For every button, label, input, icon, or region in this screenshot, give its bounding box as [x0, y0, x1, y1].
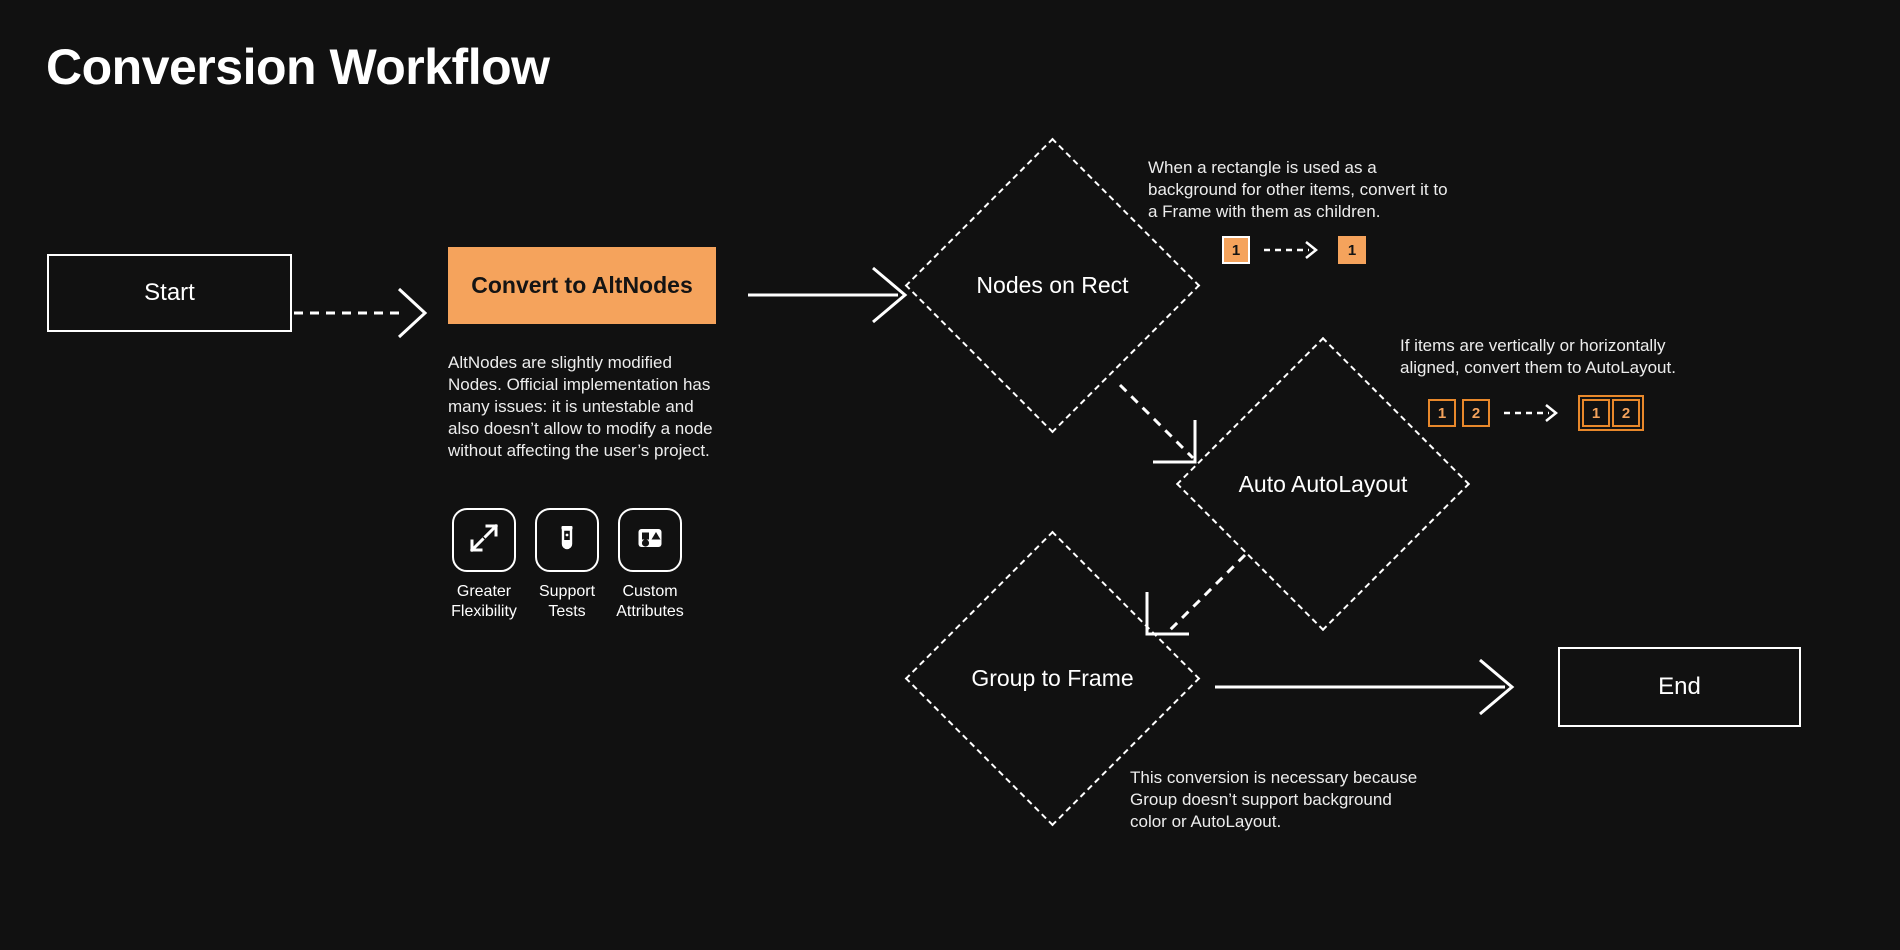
badge-before-2: 2	[1462, 399, 1490, 427]
feature-support-tests[interactable]: Support Tests	[535, 508, 599, 622]
connector-group-to-frame-to-end	[1215, 657, 1535, 717]
note-group-to-frame: This conversion is necessary because Gro…	[1130, 768, 1418, 831]
feature-label-line1: Greater	[456, 583, 512, 600]
feature-label-line2: Tests	[548, 603, 586, 620]
feature-label: Support Tests	[539, 582, 595, 622]
feature-list: Greater Flexibility Support Tests	[451, 508, 684, 622]
feature-icon-box	[452, 508, 516, 572]
feature-icon-box	[618, 508, 682, 572]
dashed-arrow-right-icon	[1264, 240, 1324, 260]
feature-label-line1: Support	[538, 583, 596, 600]
note-nodes-on-rect: When a rectangle is used as a background…	[1148, 158, 1448, 221]
feature-label-line2: Attributes	[616, 603, 684, 620]
page-title: Conversion Workflow	[46, 39, 550, 95]
badge-diagram-auto-autolayout: 1 2 1 2	[1428, 395, 1644, 431]
badge-diagram-nodes-on-rect: 1 1	[1222, 236, 1366, 264]
node-auto-autolayout[interactable]: Auto AutoLayout	[1175, 336, 1471, 632]
node-nodes-on-rect-label: Nodes on Rect	[976, 272, 1129, 298]
feature-icon-box	[535, 508, 599, 572]
feature-greater-flexibility[interactable]: Greater Flexibility	[451, 508, 517, 622]
test-tube-icon	[553, 524, 581, 557]
badge-group-frame: 1 2	[1578, 395, 1644, 431]
connector-convert-to-nodes-on-rect	[748, 265, 928, 325]
dashed-arrow-right-icon	[1504, 403, 1564, 423]
connector-start-to-convert	[294, 283, 444, 343]
node-start-label: Start	[144, 279, 195, 306]
node-end-label: End	[1658, 673, 1701, 700]
shapes-icon	[636, 524, 664, 557]
connector-auto-autolayout-to-group-to-frame	[1135, 550, 1255, 660]
feature-custom-attributes[interactable]: Custom Attributes	[616, 508, 684, 622]
description-altnodes: AltNodes are slightly modified Nodes. Of…	[448, 353, 713, 460]
feature-label-line2: Flexibility	[451, 603, 517, 620]
node-end[interactable]: End	[1558, 647, 1801, 727]
connector-nodes-on-rect-to-auto-autolayout	[1115, 380, 1235, 490]
node-group-to-frame[interactable]: Group to Frame	[904, 530, 1201, 827]
badge-before-1: 1	[1428, 399, 1456, 427]
node-convert-label: Convert to AltNodes	[471, 272, 693, 298]
node-convert-to-altnodes[interactable]: Convert to AltNodes	[448, 247, 716, 324]
badge-after-1: 1	[1338, 236, 1366, 264]
note-auto-autolayout: If items are vertically or horizontally …	[1400, 336, 1676, 377]
node-auto-autolayout-label: Auto AutoLayout	[1238, 470, 1408, 497]
badge-before-1: 1	[1222, 236, 1250, 264]
node-group-to-frame-label: Group to Frame	[971, 665, 1134, 691]
badge-after-1: 1	[1582, 399, 1610, 427]
expand-arrows-icon	[469, 523, 499, 557]
feature-label: Greater Flexibility	[451, 582, 517, 622]
badge-after-2: 2	[1612, 399, 1640, 427]
node-nodes-on-rect[interactable]: Nodes on Rect	[904, 137, 1201, 434]
feature-label-line1: Custom	[622, 583, 678, 600]
node-start[interactable]: Start	[47, 254, 292, 332]
feature-label: Custom Attributes	[616, 582, 684, 622]
